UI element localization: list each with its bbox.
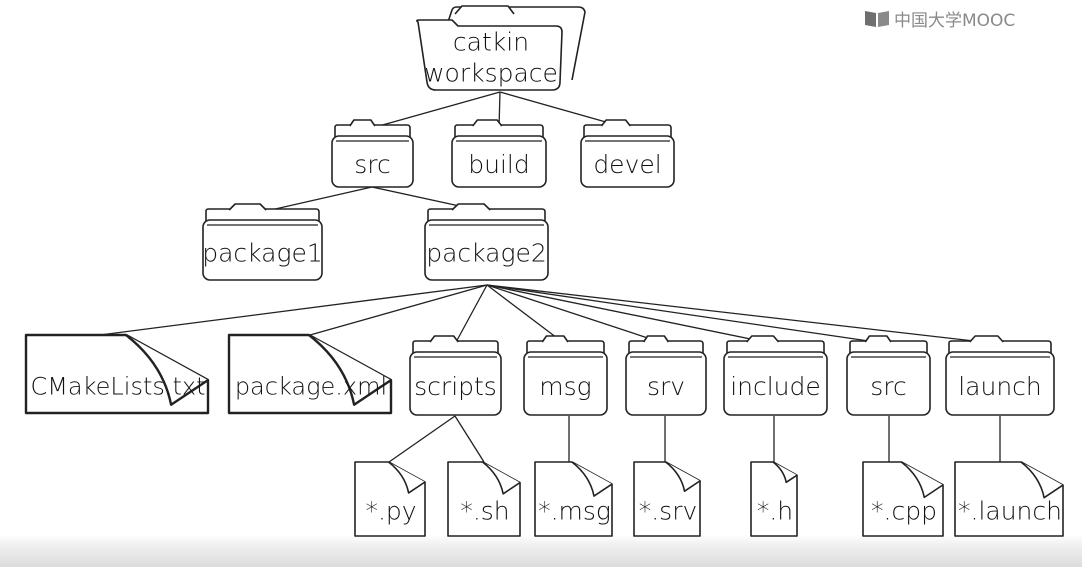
folder-package1-label: package1 [202,239,323,268]
file-star-py: *.py [354,461,426,537]
book-logo-icon [865,11,889,27]
folder-launch: launch [945,335,1055,416]
file-star-msg-label: *.msg [538,496,611,525]
folder-srv-label: srv [647,372,685,401]
file-cmakelists-txt-label: CMakeLists.txt [30,372,205,400]
folder-include: include [723,335,828,416]
folder-msg-label: msg [539,372,591,401]
folder-package2-label: package2 [426,239,547,268]
folder-scripts-label: scripts [414,372,497,401]
folder-src-inner: src [846,335,931,416]
folder-build: build [451,119,547,188]
file-star-launch-label: *.launch [958,496,1062,525]
folder-package2: package2 [424,203,549,281]
file-star-srv: *.srv [633,461,701,537]
folder-launch-label: launch [958,372,1042,401]
file-package-xml: package.xml [227,333,393,415]
file-star-launch: *.launch [954,461,1064,537]
folder-build-label: build [468,150,529,179]
folder-include-label: include [730,372,821,401]
file-star-sh: *.sh [447,461,521,537]
folder-devel-label: devel [593,150,661,179]
file-cmakelists-txt: CMakeLists.txt [24,333,210,415]
folder-srv: srv [625,335,707,416]
file-star-cpp: *.cpp [862,461,944,537]
file-star-cpp-label: *.cpp [871,496,937,525]
file-star-srv-label: *.srv [639,496,698,525]
watermark-text: 中国大学MOOC [894,10,1016,31]
file-star-sh-label: *.sh [460,496,509,525]
file-package-xml-label: package.xml [235,372,387,400]
file-star-h-label: *.h [757,496,793,525]
root-label-line2: workspace [424,59,558,88]
folder-scripts: scripts [409,335,502,416]
folder-devel: devel [580,119,675,188]
file-star-py-label: *.py [365,496,416,525]
tree-edges [99,91,1001,463]
mooc-watermark: 中国大学MOOC [864,6,1016,31]
file-star-msg: *.msg [534,461,613,537]
root-label-line1: catkin [453,28,529,57]
folder-src-inner-label: src [870,372,907,401]
folder-src-top-label: src [354,150,391,179]
folder-src-top: src [331,119,414,188]
folder-package1: package1 [202,203,323,281]
folder-msg: msg [523,335,608,416]
file-star-h: *.h [750,461,798,537]
